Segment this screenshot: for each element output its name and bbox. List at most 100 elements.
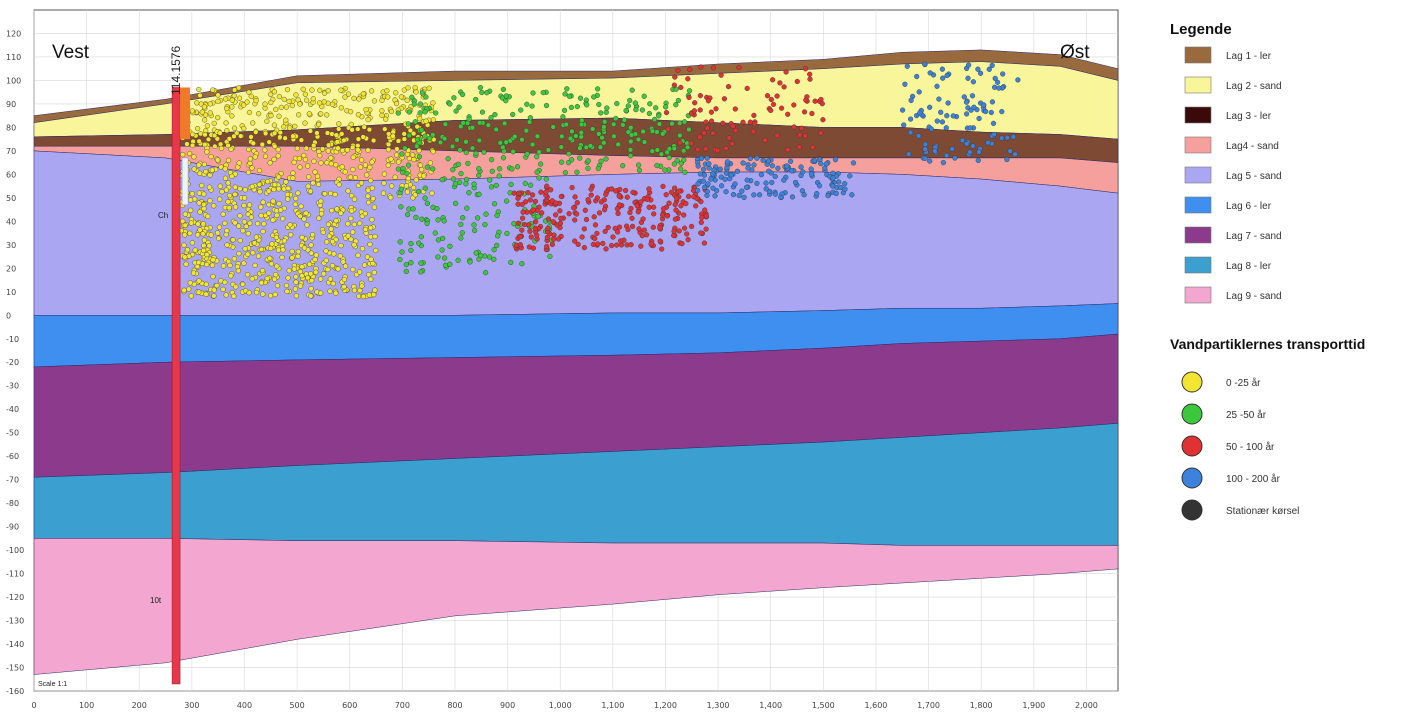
particle bbox=[491, 256, 497, 262]
particle bbox=[215, 92, 221, 98]
particle bbox=[268, 112, 274, 119]
particle bbox=[195, 232, 201, 238]
particle bbox=[273, 272, 279, 278]
particle bbox=[543, 189, 549, 195]
particle bbox=[220, 263, 227, 269]
particle bbox=[260, 291, 266, 297]
y-tick-label: -90 bbox=[6, 523, 19, 532]
particle bbox=[294, 145, 300, 152]
particle bbox=[189, 108, 196, 114]
legend-layer-label: Lag 6 - ler bbox=[1226, 201, 1272, 212]
particle bbox=[365, 116, 371, 123]
particle bbox=[196, 138, 202, 144]
particle bbox=[412, 119, 418, 125]
legend-dot bbox=[1181, 467, 1203, 489]
particle bbox=[365, 187, 371, 193]
particle bbox=[419, 127, 425, 133]
particle bbox=[632, 100, 638, 106]
particle bbox=[442, 255, 448, 261]
particle bbox=[308, 286, 314, 292]
particle bbox=[807, 76, 813, 82]
particle bbox=[684, 144, 691, 150]
particle bbox=[262, 153, 269, 159]
particle bbox=[248, 214, 255, 220]
particle bbox=[399, 151, 405, 157]
particle bbox=[275, 247, 282, 253]
particle bbox=[660, 131, 666, 137]
particle bbox=[777, 80, 783, 86]
particle bbox=[529, 192, 536, 198]
particle bbox=[316, 215, 322, 221]
particle bbox=[313, 269, 319, 275]
particle bbox=[401, 131, 407, 137]
particle bbox=[545, 225, 551, 232]
particle bbox=[492, 111, 498, 118]
particle bbox=[267, 255, 273, 261]
particle bbox=[261, 221, 267, 227]
particle bbox=[414, 124, 420, 130]
particle bbox=[573, 211, 580, 217]
particle bbox=[442, 262, 449, 268]
particle bbox=[247, 156, 254, 162]
particle bbox=[764, 93, 771, 99]
particle bbox=[379, 97, 385, 104]
particle bbox=[254, 289, 260, 296]
particle bbox=[708, 109, 715, 115]
particle bbox=[293, 279, 299, 285]
particle bbox=[241, 125, 247, 132]
particle bbox=[303, 145, 309, 152]
particle bbox=[388, 156, 394, 162]
particle bbox=[594, 86, 601, 92]
particle bbox=[366, 272, 372, 278]
particle bbox=[246, 89, 252, 95]
y-tick-label: -160 bbox=[6, 687, 24, 696]
particle bbox=[360, 91, 367, 97]
particle bbox=[237, 237, 243, 244]
particle bbox=[798, 164, 804, 170]
particle bbox=[412, 84, 418, 91]
particle bbox=[629, 87, 635, 93]
particle bbox=[568, 104, 575, 111]
particle bbox=[703, 213, 709, 219]
well-borehole bbox=[171, 87, 191, 685]
particle bbox=[262, 147, 268, 153]
particle bbox=[543, 176, 549, 182]
particle bbox=[223, 187, 230, 193]
particle bbox=[435, 254, 441, 260]
particle bbox=[403, 268, 409, 275]
particle bbox=[268, 91, 274, 98]
particle bbox=[522, 180, 528, 187]
y-tick-label: -20 bbox=[6, 358, 19, 367]
particle bbox=[292, 201, 299, 207]
particle bbox=[700, 166, 707, 172]
particle bbox=[495, 233, 501, 239]
particle bbox=[334, 139, 340, 145]
particle bbox=[445, 156, 451, 162]
particle-tracks bbox=[178, 61, 1021, 300]
particle bbox=[351, 196, 358, 202]
particle bbox=[243, 223, 249, 230]
particle bbox=[311, 158, 317, 164]
particle bbox=[326, 233, 333, 239]
particle bbox=[904, 63, 910, 69]
particle bbox=[1015, 77, 1021, 83]
particle bbox=[628, 138, 634, 145]
particle bbox=[275, 153, 281, 159]
particle bbox=[224, 228, 230, 234]
particle bbox=[788, 168, 795, 174]
particle bbox=[259, 141, 265, 148]
particle bbox=[718, 72, 724, 78]
particle bbox=[200, 231, 206, 237]
particle bbox=[198, 131, 204, 137]
particle bbox=[195, 126, 201, 132]
particle bbox=[297, 269, 303, 275]
particle bbox=[729, 141, 735, 147]
particle bbox=[454, 137, 460, 143]
particle bbox=[395, 110, 401, 116]
particle bbox=[724, 159, 731, 165]
particle bbox=[223, 120, 229, 126]
particle bbox=[455, 161, 462, 167]
particle bbox=[405, 212, 411, 218]
particle bbox=[581, 245, 588, 251]
